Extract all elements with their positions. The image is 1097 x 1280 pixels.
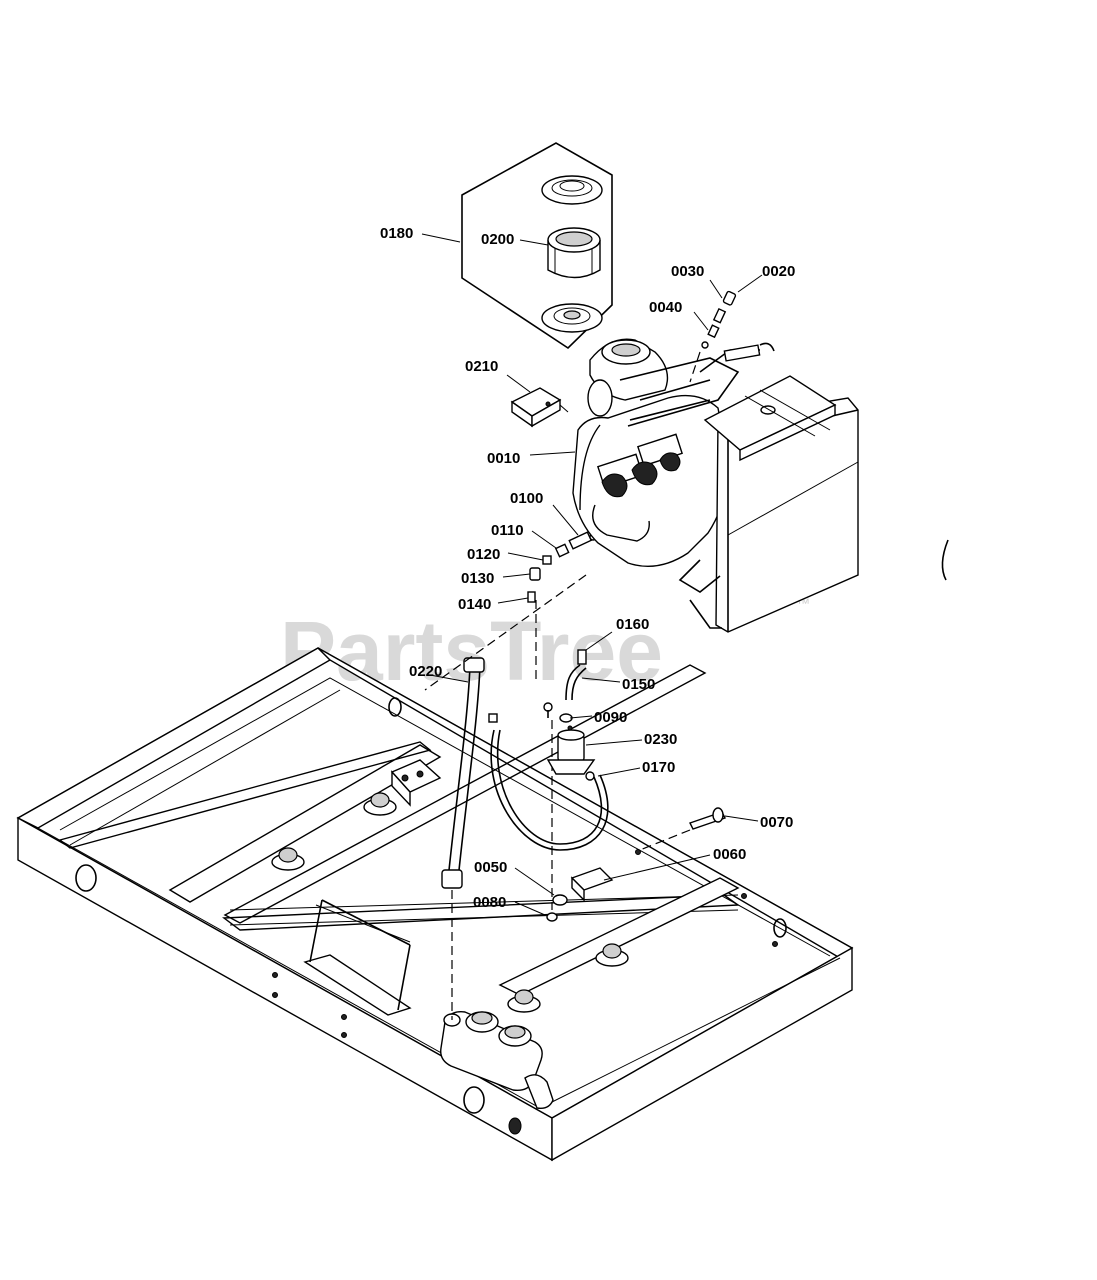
- callout-0220[interactable]: 0220: [409, 663, 442, 680]
- base-frame-icon: [16, 647, 854, 1162]
- junction-box: [390, 759, 442, 807]
- assembly-lines: [424, 574, 691, 1020]
- callout-0020[interactable]: 0020: [762, 263, 795, 280]
- fittings-top: [689, 290, 737, 383]
- hose-0170: [490, 729, 609, 851]
- callout-0140[interactable]: 0140: [458, 596, 491, 613]
- callout-0230[interactable]: 0230: [644, 731, 677, 748]
- filter-element: [547, 227, 601, 279]
- battery-tray: [303, 899, 412, 1016]
- callout-0170[interactable]: 0170: [642, 759, 675, 776]
- callout-0080[interactable]: 0080: [473, 894, 506, 911]
- engine-icon: [572, 338, 775, 568]
- clamp-0220-bottom: [488, 713, 498, 723]
- fuel-hose-0220: [441, 657, 485, 889]
- callout-0120[interactable]: 0120: [467, 546, 500, 563]
- filter-base: [541, 303, 603, 333]
- callout-0160[interactable]: 0160: [616, 616, 649, 633]
- isolator-mount: [363, 792, 397, 816]
- nut-0080: [546, 912, 558, 922]
- washer-0050: [552, 894, 568, 906]
- filter-kit-icon: [461, 142, 613, 350]
- callout-0060[interactable]: 0060: [713, 846, 746, 863]
- callout-0010[interactable]: 0010: [487, 450, 520, 467]
- isolator-mount: [507, 989, 541, 1013]
- callout-0040[interactable]: 0040: [649, 299, 682, 316]
- callout-0100[interactable]: 0100: [510, 490, 543, 507]
- callout-0210[interactable]: 0210: [465, 358, 498, 375]
- radiator-icon: [678, 375, 949, 633]
- bolt-0070: [689, 807, 726, 830]
- callout-0200[interactable]: 0200: [481, 231, 514, 248]
- isolator-mount: [595, 943, 629, 967]
- callout-0090[interactable]: 0090: [594, 709, 627, 726]
- callout-0180[interactable]: 0180: [380, 225, 413, 242]
- callout-0150[interactable]: 0150: [622, 676, 655, 693]
- callout-0070[interactable]: 0070: [760, 814, 793, 831]
- hose-0150: [565, 649, 587, 701]
- callout-0030[interactable]: 0030: [671, 263, 704, 280]
- callout-0050[interactable]: 0050: [474, 859, 507, 876]
- bracket-0060: [570, 867, 614, 902]
- leader-lines: [421, 233, 763, 916]
- filter-lid: [541, 175, 603, 205]
- callout-0130[interactable]: 0130: [461, 570, 494, 587]
- control-module: [510, 387, 569, 428]
- fuel-solenoid: [543, 702, 596, 781]
- fuel-regulator-icon: [440, 1011, 554, 1135]
- watermark: PartsTree ™: [280, 595, 810, 698]
- callout-labels: 0180 0200 0030 0020 0040 0210 0010 0100 …: [380, 225, 795, 911]
- watermark-text: PartsTree: [280, 604, 663, 698]
- callout-0110[interactable]: 0110: [491, 522, 524, 539]
- isolator-mount: [271, 847, 305, 871]
